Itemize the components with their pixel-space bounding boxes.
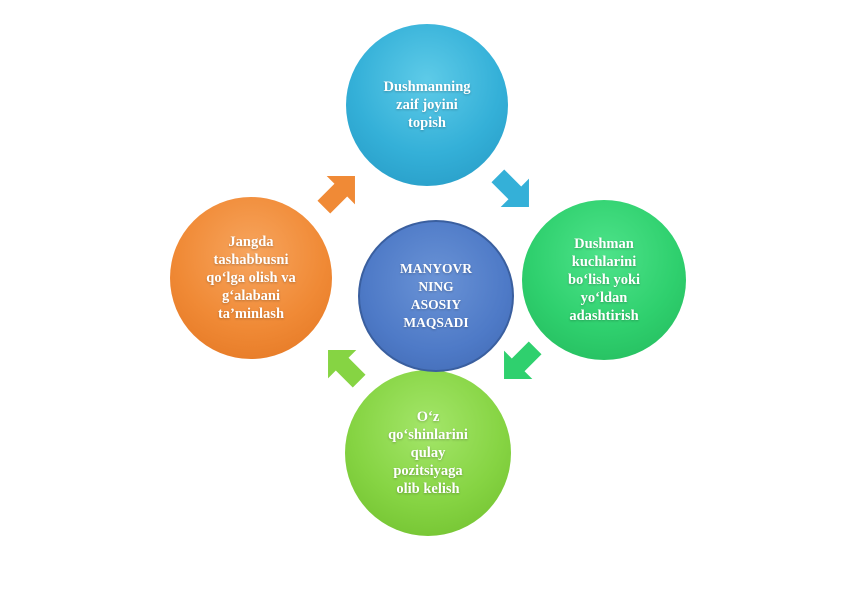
node-label: Dushman kuchlarini bo‘lish yoki yo‘ldan … [567, 236, 641, 324]
node-label: Dushmanning zaif joyini topish [383, 79, 471, 131]
node-favorable-position: O‘z qo‘shinlarini qulay pozitsiyaga olib… [345, 370, 511, 536]
arrow-left-to-top [317, 176, 355, 214]
node-find-weak-point: Dushmanning zaif joyini topish [346, 24, 508, 186]
center-label: MANYOVR NING ASOSIY MAQSADI [400, 261, 472, 330]
node-label: O‘z qo‘shinlarini qulay pozitsiyaga olib… [388, 409, 468, 497]
node-seize-initiative: Jangda tashabbusni qo‘lga olish va g‘ala… [170, 197, 332, 359]
arrow-bottom-to-left [328, 350, 366, 388]
node-label: Jangda tashabbusni qo‘lga olish va g‘ala… [206, 234, 296, 322]
arrow-top-to-right [491, 169, 529, 207]
node-divide-enemy-forces: Dushman kuchlarini bo‘lish yoki yo‘ldan … [522, 200, 686, 360]
arrow-right-to-bottom [504, 341, 542, 379]
center-node-main-goal: MANYOVR NING ASOSIY MAQSADI [358, 220, 514, 372]
